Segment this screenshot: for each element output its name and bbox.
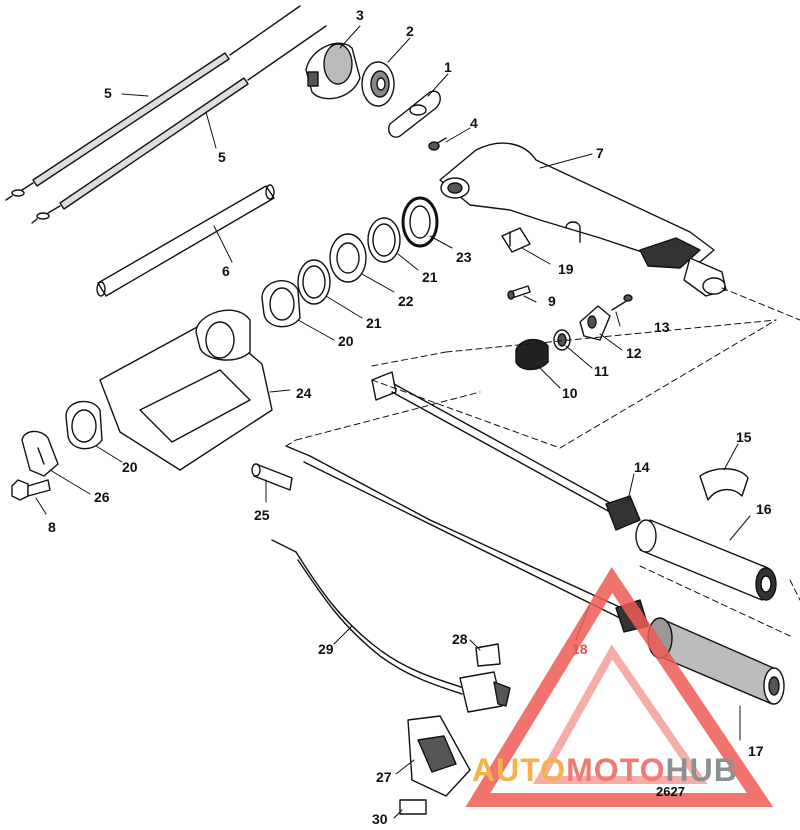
callout-14: 14 [634, 459, 650, 475]
part-27-housing [407, 715, 471, 797]
callout-16: 16 [756, 501, 772, 517]
callout-7: 7 [596, 145, 604, 161]
part-9-screw [507, 285, 531, 300]
figure-reference-number: 2627 [656, 784, 685, 799]
part-5-cable-upper [5, 5, 301, 201]
part-1-plate [388, 90, 441, 138]
part-14-shaft [371, 371, 641, 531]
callout-8: 8 [48, 519, 56, 535]
callout-28: 28 [452, 631, 468, 647]
callout-1: 1 [444, 59, 452, 75]
part-25-pin [251, 463, 293, 491]
callout-20-upper: 20 [338, 333, 354, 349]
callout-13: 13 [654, 319, 670, 335]
callout-24: 24 [296, 385, 312, 401]
callout-29: 29 [318, 641, 334, 657]
callout-9: 9 [548, 293, 556, 309]
part-29-cable [271, 539, 511, 713]
part-6-rod [96, 184, 275, 297]
callout-12: 12 [626, 345, 642, 361]
callout-4: 4 [470, 115, 478, 131]
callout-21-upper: 21 [422, 269, 438, 285]
part-16-grip-sleeve [635, 519, 777, 601]
callout-25: 25 [254, 507, 270, 523]
callout-17: 17 [748, 743, 764, 759]
callout-5-upper: 5 [104, 85, 112, 101]
callout-19: 19 [558, 261, 574, 277]
leader-lines [35, 25, 751, 819]
callout-6: 6 [222, 263, 230, 279]
watermark-logo-text: AUTOMOTOHUB [472, 752, 738, 789]
part-3-housing [305, 42, 361, 100]
part-13-screw [611, 294, 633, 311]
callout-23: 23 [456, 249, 472, 265]
callout-22: 22 [398, 293, 414, 309]
assembly-dashed-lines [285, 287, 800, 637]
callout-21-lower: 21 [366, 315, 382, 331]
part-2-disk [361, 61, 395, 107]
watermark-logo-triangle [465, 567, 774, 807]
callout-2: 2 [406, 23, 414, 39]
part-12-bracket [579, 305, 611, 341]
callout-30: 30 [372, 811, 388, 827]
callout-20-lower: 20 [122, 459, 138, 475]
part-21-ring-lower [297, 259, 331, 305]
callout-15: 15 [736, 429, 752, 445]
callout-26: 26 [94, 489, 110, 505]
part-21-ring-upper [367, 217, 401, 263]
part-7-tiller-arm [439, 142, 727, 297]
part-30-label [399, 799, 427, 815]
callout-11: 11 [594, 363, 609, 379]
watermark-part-1: AUTO [472, 752, 567, 788]
part-4-screw [428, 137, 447, 151]
part-15-cap [699, 468, 749, 501]
watermark-part-2: MOTO [566, 752, 666, 788]
callout-27: 27 [376, 769, 392, 785]
part-23-ring [401, 196, 439, 248]
callout-5-lower: 5 [218, 149, 226, 165]
part-22-ring [329, 233, 367, 283]
part-17-grip [647, 617, 785, 705]
watermark-part-3: HUB [665, 752, 738, 788]
part-26-plate [21, 430, 59, 477]
callout-10: 10 [562, 385, 578, 401]
part-28-clip [475, 643, 501, 667]
callout-18: 18 [572, 641, 588, 657]
part-5-cable-lower [31, 25, 327, 224]
part-20-bushing-lower [65, 400, 103, 450]
part-20-bushing-upper [261, 280, 301, 328]
part-19-clip [501, 227, 531, 253]
part-8-bolt [11, 479, 51, 501]
part-24-bracket [99, 309, 273, 471]
part-10-knob [515, 339, 549, 371]
callout-3: 3 [356, 7, 364, 23]
